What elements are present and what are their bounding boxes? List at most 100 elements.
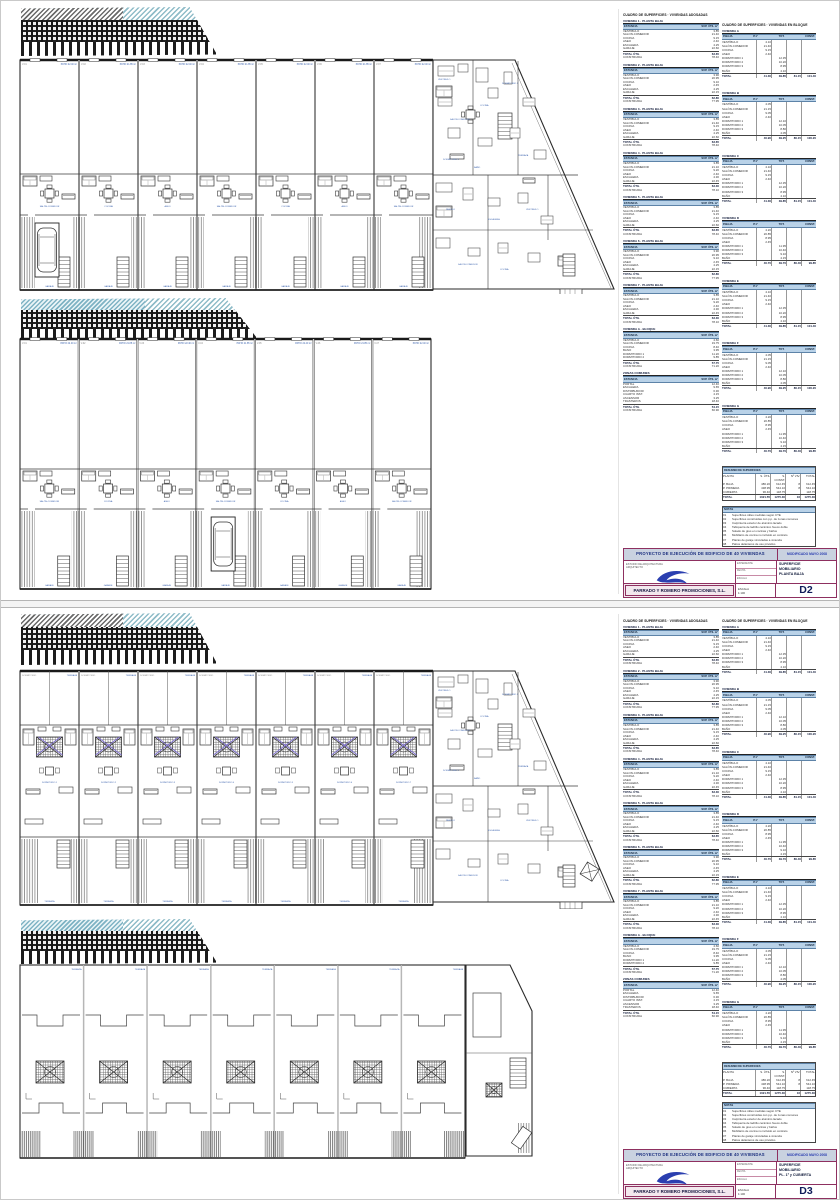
cell: [801, 952, 816, 957]
cell: 4.60: [713, 943, 719, 948]
cell: 10.20: [771, 781, 786, 786]
cell: [801, 427, 816, 432]
cell: ASEO: [623, 128, 632, 132]
cell: P.BAJA: [723, 97, 733, 101]
cell: 2.45: [756, 1023, 771, 1028]
cell: [801, 39, 816, 44]
cell: [756, 852, 771, 857]
project-title: PROYECTO DE EJECUCIÓN DE EDIFICIO DE 40 …: [624, 549, 777, 560]
cell: DORMITORIO 2: [722, 185, 744, 190]
cell: 1275.30: [770, 1091, 785, 1096]
cell: TOT.: [778, 160, 785, 164]
cell: 9.10: [713, 685, 719, 690]
cell: SUP. ÚTIL m²: [701, 69, 718, 73]
svg-text:PATIO 21.85 m²: PATIO 21.85 m²: [238, 63, 254, 66]
cell: VESTÍBULO: [722, 886, 739, 891]
table-block-title: ZONAS COMUNES: [623, 371, 719, 377]
cell: 8.40: [713, 950, 719, 955]
cell: 9.10: [713, 79, 719, 84]
cell: [771, 827, 786, 832]
cell: [786, 664, 801, 669]
cell: ASEO: [722, 427, 731, 432]
cell: 78.40: [711, 143, 719, 148]
cell: [756, 781, 771, 786]
cell: Mobiliario de cocina no incluido en cont…: [732, 1129, 788, 1134]
cell: SALÓN-COMEDOR: [623, 727, 649, 731]
architect-line: ARQUITECTO: [626, 1166, 643, 1170]
cell: DORMITORIO 2: [722, 122, 744, 127]
cell: SALÓN-COMEDOR: [623, 209, 649, 213]
svg-text:GARAJE: GARAJE: [397, 584, 406, 587]
cell: 8.95: [756, 235, 771, 240]
svg-text:PASILLO: PASILLO: [446, 819, 455, 822]
cell: 2.45: [713, 689, 719, 694]
cell: GARAJE: [623, 873, 635, 877]
cell: 3.85: [713, 161, 719, 166]
cell: 10.20: [771, 656, 786, 661]
table-block-title: VIVIENDA 4 · PLANTA BAJA: [623, 757, 719, 762]
cell: [801, 718, 816, 723]
cell: ESTANCIA: [624, 333, 638, 337]
table-block-title: VIVIENDA A: [722, 625, 816, 630]
cell: 21.10: [711, 902, 719, 907]
cell: CONST.: [805, 222, 815, 226]
cell: [771, 110, 786, 115]
svg-text:GARAJE: GARAJE: [45, 584, 54, 587]
cell: GARAJE: [623, 47, 635, 51]
cell: COCINA: [623, 213, 635, 217]
cell: [801, 698, 816, 703]
cell: 19.75: [711, 947, 719, 952]
cell: [771, 710, 786, 715]
cell: SALÓN-COMEDOR: [722, 765, 748, 770]
svg-text:TERRAZA: TERRAZA: [453, 968, 464, 971]
cell: 66.90: [711, 408, 719, 413]
cell: ASEO: [722, 1023, 731, 1028]
cell: SUP. ÚTIL m²: [701, 25, 718, 29]
cell: 78.40: [711, 749, 719, 754]
cell: 9.05: [756, 360, 771, 365]
cell: COCINA: [722, 769, 734, 774]
cell: BAÑO: [722, 193, 731, 198]
cell: 101.40: [801, 198, 816, 204]
cell: DORMITORIO 3: [722, 910, 744, 915]
svg-text:PATIO 22.40 m²: PATIO 22.40 m²: [178, 342, 194, 345]
cell: VESTÍBULO: [623, 724, 640, 728]
cell: 63.30: [711, 316, 719, 321]
cell: [801, 243, 816, 248]
cell: GARAJE: [623, 741, 635, 745]
cell: [801, 777, 816, 782]
cell: [756, 252, 771, 257]
cell: ESTANCIA: [624, 113, 638, 117]
cell: ASEO: [623, 304, 632, 308]
cell: 438.95: [755, 1082, 770, 1087]
cell: 99.85: [801, 857, 816, 862]
svg-text:BAÑO: BAÑO: [474, 166, 480, 169]
cell: DORMITORIO 3: [722, 314, 744, 319]
cell: [756, 122, 771, 127]
